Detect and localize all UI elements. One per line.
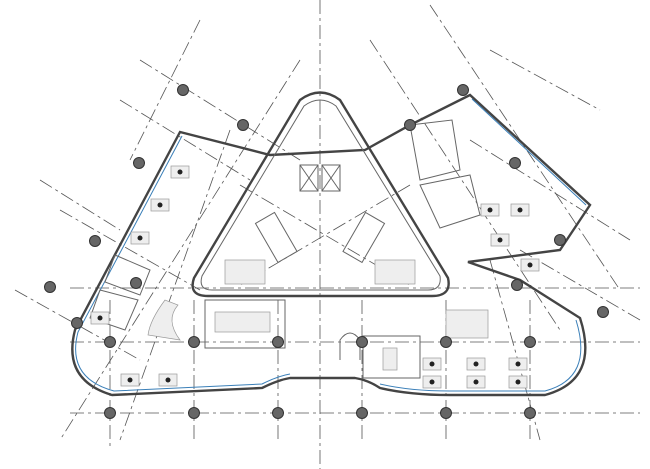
elevator-cross: [299, 164, 341, 192]
office-chair: [429, 379, 435, 385]
office-chair: [473, 361, 479, 367]
column-marker: [440, 407, 452, 419]
small-meeting-room: [362, 335, 421, 379]
office-chair: [473, 379, 479, 385]
grid-line: [239, 184, 411, 286]
grid-line: [119, 129, 231, 441]
elevator-right: [321, 164, 341, 192]
column-marker: [44, 281, 56, 293]
column-marker: [71, 317, 83, 329]
grid-line: [489, 49, 601, 111]
grid-line: [469, 139, 631, 241]
column-marker: [272, 407, 284, 419]
column-marker: [356, 407, 368, 419]
right-offices: [409, 119, 481, 229]
column-marker: [104, 407, 116, 419]
lift-left: [254, 211, 298, 264]
grid-line: [429, 4, 621, 291]
office-chair: [137, 235, 143, 241]
glazing-line: [75, 98, 587, 392]
stair-right: [374, 259, 416, 285]
column-marker: [188, 407, 200, 419]
core-inner-wall: [200, 99, 441, 291]
left-offices: [89, 254, 151, 331]
office-chair: [97, 315, 103, 321]
grid-line: [239, 184, 411, 286]
column-marker: [554, 234, 566, 246]
office-chair: [515, 379, 521, 385]
column-marker: [404, 119, 416, 131]
reception-desk: [339, 332, 361, 360]
office-chair: [497, 237, 503, 243]
column-marker: [133, 157, 145, 169]
lounge-sofa: [147, 299, 181, 341]
column-marker: [524, 336, 536, 348]
office-chair: [165, 377, 171, 383]
workstations: [90, 165, 540, 389]
small-table: [382, 347, 398, 371]
lift-right: [342, 211, 386, 264]
office-chair: [527, 262, 533, 268]
office-chair: [515, 361, 521, 367]
column-marker: [511, 279, 523, 291]
core: [191, 91, 450, 298]
exterior-wall: [71, 93, 592, 397]
column-marker: [524, 407, 536, 419]
stair-left: [224, 259, 266, 285]
office-chair: [517, 207, 523, 213]
column-marker: [272, 336, 284, 348]
office-chair: [127, 377, 133, 383]
rooms: [89, 119, 489, 379]
core-outer-wall: [191, 91, 450, 298]
office-chair: [487, 207, 493, 213]
storage-grid: [445, 309, 489, 339]
building-outline: [71, 93, 592, 397]
column-marker: [597, 306, 609, 318]
grid-line: [119, 99, 251, 181]
meeting-room: [204, 299, 286, 349]
column-marker: [440, 336, 452, 348]
office-chair: [429, 361, 435, 367]
column-marker: [356, 336, 368, 348]
grid-line: [519, 249, 641, 321]
column-marker: [188, 336, 200, 348]
column-marker: [89, 235, 101, 247]
grid-line: [139, 59, 301, 161]
column-marker: [237, 119, 249, 131]
column-marker: [177, 84, 189, 96]
column-marker: [509, 157, 521, 169]
column-marker: [104, 336, 116, 348]
office-chair: [157, 202, 163, 208]
structural-grid: [14, 0, 641, 469]
grid-line: [369, 39, 561, 331]
column-marker: [457, 84, 469, 96]
elevator-left: [299, 164, 319, 192]
grid-line: [39, 179, 121, 231]
conference-table: [214, 311, 271, 333]
structural-columns: [44, 84, 609, 419]
grid-line: [14, 289, 141, 361]
grid-line: [59, 209, 201, 291]
office-chair: [177, 169, 183, 175]
grid-line: [129, 19, 201, 161]
column-marker: [130, 277, 142, 289]
